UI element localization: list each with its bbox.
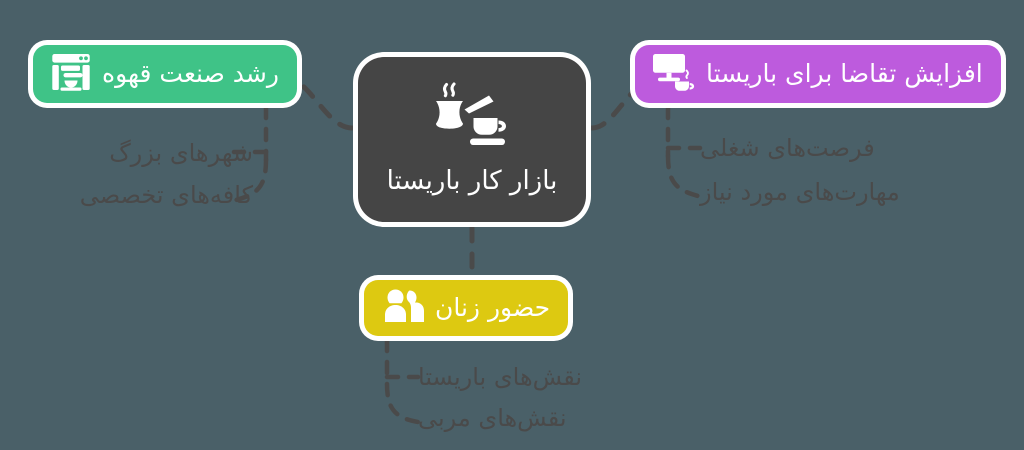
connector-central-to-growth bbox=[292, 77, 355, 131]
connector-demand-child-1 bbox=[665, 153, 701, 199]
branch-node-demand-label: افزایش تقاضا برای باریستا bbox=[706, 59, 983, 89]
sub-item-demand-0: فرصت‌های شغلی bbox=[700, 134, 875, 162]
sub-item-women-1: نقش‌های مربی bbox=[418, 404, 567, 432]
two-women-icon bbox=[382, 288, 424, 328]
connector-women-child-1 bbox=[384, 381, 421, 425]
espresso-machine-icon bbox=[51, 52, 91, 96]
sub-item-growth-0: شهرهای بزرگ bbox=[109, 139, 253, 167]
branch-node-growth-label: رشد صنعت قهوه bbox=[102, 59, 279, 89]
branch-node-growth[interactable]: رشد صنعت قهوه bbox=[33, 45, 297, 103]
branch-node-demand[interactable]: افزایش تقاضا برای باریستا bbox=[635, 45, 1001, 103]
monitor-with-coffee-icon bbox=[653, 52, 695, 96]
branch-node-women-label: حضور زنان bbox=[435, 293, 551, 323]
sub-item-growth-1: کافه‌های تخصصی bbox=[79, 181, 253, 209]
sub-item-women-0: نقش‌های باریستا bbox=[418, 363, 583, 391]
central-node-label: بازار کار باریستا bbox=[386, 166, 558, 197]
sub-item-demand-1: مهارت‌های مورد نیاز bbox=[700, 178, 900, 206]
central-node[interactable]: بازار کار باریستا bbox=[358, 57, 586, 222]
branch-node-women[interactable]: حضور زنان bbox=[364, 280, 569, 336]
coffee-pot-and-cup-icon bbox=[426, 81, 518, 151]
